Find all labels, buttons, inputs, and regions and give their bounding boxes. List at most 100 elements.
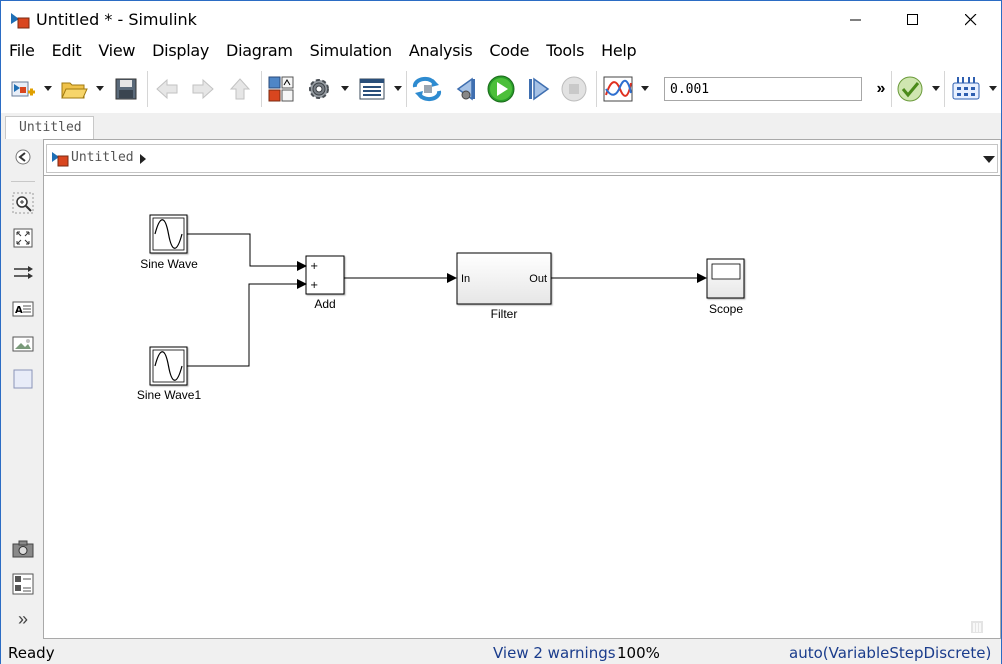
toolbar-separator: [406, 71, 407, 107]
navigate-back-icon[interactable]: [11, 145, 35, 169]
menu-help[interactable]: Help: [601, 41, 637, 60]
arrow-add-in1: [297, 261, 307, 271]
step-back-icon[interactable]: [450, 73, 482, 105]
status-ready: Ready: [8, 644, 55, 662]
toolbar-separator: [891, 71, 892, 107]
diagram-svg: Sine Wave Sine Wave1 + + Add: [137, 214, 745, 402]
filter-out-port-label: Out: [529, 273, 547, 285]
stop-icon[interactable]: [558, 73, 590, 105]
explorer-bar: Untitled: [44, 140, 1000, 176]
status-bar: Ready View 2 warnings 100% auto(Variable…: [1, 640, 1001, 664]
menu-analysis[interactable]: Analysis: [408, 41, 473, 60]
build-icon[interactable]: [949, 73, 983, 105]
model-tab-strip: Untitled: [1, 113, 1001, 139]
save-icon[interactable]: [112, 73, 140, 105]
menu-view[interactable]: View: [98, 41, 136, 60]
model-icon: [51, 151, 69, 170]
add-block[interactable]: + +: [305, 255, 345, 295]
update-diagram-icon[interactable]: [410, 73, 444, 105]
toolbar-separator: [596, 71, 597, 107]
svg-text:A: A: [15, 305, 23, 316]
route-lines-icon[interactable]: [11, 261, 35, 285]
menu-diagram[interactable]: Diagram: [226, 41, 293, 60]
new-model-dropdown-icon[interactable]: [44, 86, 52, 91]
filter-in-port-label: In: [461, 273, 470, 285]
expand-palette-icon[interactable]: »: [17, 608, 28, 629]
model-advisor-icon[interactable]: [894, 73, 926, 105]
signal-lines: [187, 233, 699, 367]
run-icon[interactable]: [485, 73, 517, 105]
up-icon[interactable]: [226, 73, 254, 105]
forward-icon[interactable]: [189, 73, 217, 105]
palette-separator: [11, 181, 35, 182]
add-port2-sign: +: [310, 280, 318, 291]
filter-block[interactable]: In Out: [456, 252, 552, 305]
advisor-dropdown-icon[interactable]: [932, 86, 940, 91]
config-dropdown-icon[interactable]: [341, 86, 349, 91]
signal-arrows: [297, 261, 707, 289]
menu-bar: File Edit View Display Diagram Simulatio…: [1, 39, 1001, 65]
menu-file[interactable]: File: [9, 41, 35, 60]
open-folder-icon[interactable]: [59, 73, 89, 105]
warnings-link[interactable]: View 2 warnings: [493, 644, 616, 662]
scope-block[interactable]: [706, 258, 745, 299]
back-icon[interactable]: [153, 73, 181, 105]
toolbar: »: [1, 65, 1001, 113]
simulink-logo-icon: [10, 11, 30, 29]
toolbar-separator: [261, 71, 262, 107]
signal-line-sine1-to-add[interactable]: [187, 283, 301, 367]
breadcrumb-arrow-icon[interactable]: [140, 154, 146, 164]
explorer-breadcrumb: Untitled: [46, 144, 998, 173]
menu-edit[interactable]: Edit: [51, 41, 82, 60]
screenshot-icon[interactable]: [11, 537, 35, 561]
model-canvas-frame: Untitled: [43, 139, 1001, 639]
diagram-canvas[interactable]: Sine Wave Sine Wave1 + + Add: [44, 177, 1000, 638]
area-icon[interactable]: [11, 367, 35, 391]
scope-label: Scope: [709, 302, 743, 316]
resize-grip-icon[interactable]: [969, 619, 985, 638]
logging-dropdown-icon[interactable]: [641, 86, 649, 91]
signal-logging-icon[interactable]: [601, 73, 635, 105]
step-forward-icon[interactable]: [522, 73, 554, 105]
menu-tools[interactable]: Tools: [546, 41, 585, 60]
signal-line-sine-to-add[interactable]: [187, 233, 301, 267]
menu-display[interactable]: Display: [152, 41, 210, 60]
breadcrumb-dropdown-icon[interactable]: [983, 156, 995, 163]
add-label: Add: [314, 297, 335, 311]
title-bar: Untitled * - Simulink: [1, 1, 1001, 39]
arrow-add-in2: [297, 279, 307, 289]
breadcrumb-model[interactable]: Untitled: [71, 150, 134, 165]
minimize-button[interactable]: [827, 1, 885, 39]
model-explorer-icon[interactable]: [356, 73, 388, 105]
window-title: Untitled * - Simulink: [36, 10, 197, 29]
menu-code[interactable]: Code: [489, 41, 530, 60]
more-icon[interactable]: »: [876, 80, 886, 97]
model-config-gear-icon[interactable]: [303, 73, 335, 105]
stop-time-input[interactable]: [664, 77, 862, 101]
annotation-icon[interactable]: A: [11, 297, 35, 321]
open-dropdown-icon[interactable]: [96, 86, 104, 91]
close-button[interactable]: [942, 1, 1000, 39]
left-palette: A »: [5, 139, 41, 639]
arrow-filter-in: [447, 273, 457, 283]
toolbar-separator: [147, 71, 148, 107]
build-dropdown-icon[interactable]: [989, 86, 997, 91]
library-browser-icon[interactable]: [265, 73, 297, 105]
fit-view-icon[interactable]: [11, 226, 35, 250]
image-icon[interactable]: [11, 332, 35, 356]
sine-wave-block[interactable]: [149, 214, 188, 254]
zoom-in-icon[interactable]: [11, 191, 35, 215]
toolbar-separator: [944, 71, 945, 107]
sine-wave-label: Sine Wave: [140, 257, 198, 271]
add-port1-sign: +: [310, 261, 318, 272]
menu-simulation[interactable]: Simulation: [309, 41, 393, 60]
maximize-button[interactable]: [884, 1, 942, 39]
explorer-dropdown-icon[interactable]: [394, 86, 402, 91]
sine-wave1-block[interactable]: [149, 346, 188, 386]
tab-untitled[interactable]: Untitled: [5, 116, 94, 139]
solver-link[interactable]: auto(VariableStepDiscrete): [789, 644, 992, 662]
model-browser-icon[interactable]: [11, 572, 35, 596]
arrow-scope-in: [697, 273, 707, 283]
new-model-icon[interactable]: [9, 73, 37, 105]
